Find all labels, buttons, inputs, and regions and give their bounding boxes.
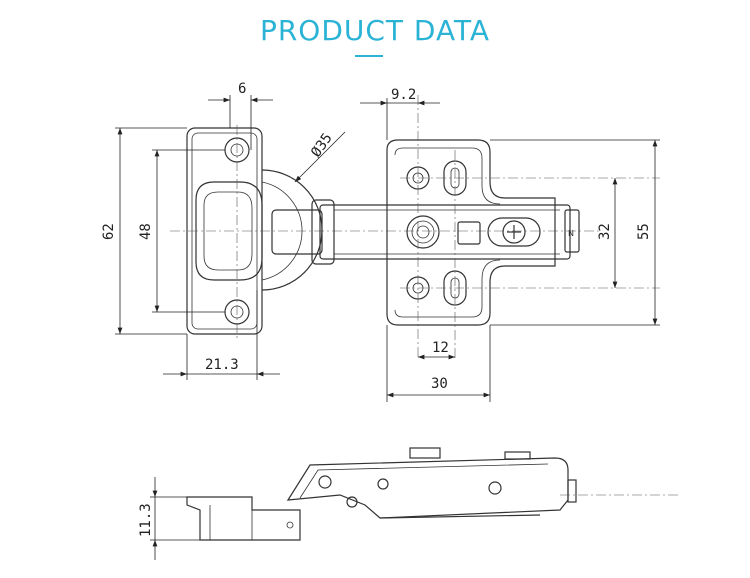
dim-48: 48 <box>138 223 154 240</box>
dim-55: 55 <box>636 223 652 240</box>
side-dimension-lines <box>150 477 200 560</box>
hinge-cup-top-view <box>170 125 600 340</box>
hinge-side-view <box>186 447 680 541</box>
dimension-lines <box>115 95 660 402</box>
dim-cup-diameter: Ø35 <box>308 130 336 160</box>
dim-6: 6 <box>238 81 246 97</box>
dim-11-3: 11.3 <box>138 503 154 537</box>
dim-32: 32 <box>597 223 613 240</box>
svg-text:N: N <box>568 229 574 238</box>
mounting-plate-top-view <box>386 95 660 360</box>
dim-30: 30 <box>431 376 448 392</box>
hinge-arm-top-view: N <box>271 199 580 265</box>
dim-21-3: 21.3 <box>205 357 239 373</box>
title-underline <box>355 55 383 57</box>
dim-62: 62 <box>101 223 117 240</box>
dim-9-2: 9.2 <box>391 87 416 103</box>
page-title: PRODUCT DATA <box>259 14 491 47</box>
dim-12: 12 <box>432 340 449 356</box>
